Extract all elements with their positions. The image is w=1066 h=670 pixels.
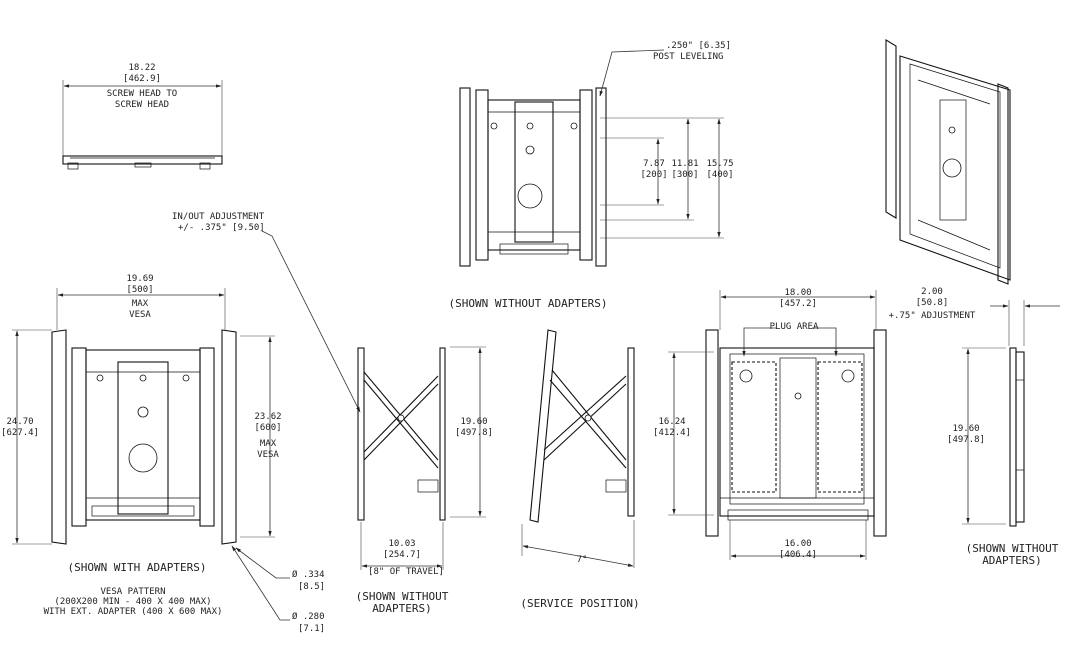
plug-width-dim: 18.00 <box>784 288 811 298</box>
vesa-pattern-ext: WITH EXT. ADAPTER (400 X 600 MAX) <box>44 607 223 617</box>
dim-7-87: 7.87 <box>643 159 665 169</box>
vesa-height-dim-mm: [600] <box>254 423 281 433</box>
side-height-dim-mm: [497.8] <box>455 428 493 438</box>
isometric-view-drawing <box>885 39 1011 285</box>
dim-7-87-mm: [200] <box>640 170 667 180</box>
side-height-dim: 19.60 <box>460 417 487 427</box>
vesa-width-dim-mm: [500] <box>126 285 153 295</box>
caption-side-without-adapters-2: ADAPTERS) <box>372 602 432 615</box>
caption-shown-with-adapters: (SHOWN WITH ADAPTERS) <box>67 561 206 574</box>
caption-shown-without-adapters-top: (SHOWN WITHOUT ADAPTERS) <box>449 297 608 310</box>
vesa-width-max: MAX <box>132 299 149 309</box>
travel-dim: 10.03 <box>388 539 415 549</box>
right-side-height-dim-mm: [497.8] <box>947 435 985 445</box>
depth-adjustment: +.75" ADJUSTMENT <box>889 311 976 321</box>
bottom-width-dim-mm: [406.4] <box>779 550 817 560</box>
dim-11-81: 11.81 <box>671 159 698 169</box>
vesa-height-vesa: VESA <box>257 450 279 460</box>
top-width-caption-2: SCREW HEAD <box>115 100 169 110</box>
plug-height-dim-mm: [412.4] <box>653 428 691 438</box>
front-view-with-adapters-drawing <box>12 288 290 621</box>
inout-leader <box>261 230 361 413</box>
right-side-height-dim: 19.60 <box>952 424 979 434</box>
travel-dim-mm: [254.7] <box>383 550 421 560</box>
vesa-pattern-range: (200X200 MIN - 400 X 400 MAX) <box>54 597 211 607</box>
depth-dim-mm: [50.8] <box>916 298 949 308</box>
plug-area-label: PLUG AREA <box>770 322 819 332</box>
vesa-pattern-title: VESA PATTERN <box>100 587 165 597</box>
dim-15-75-mm: [400] <box>706 170 733 180</box>
vesa-width-vesa: VESA <box>129 310 151 320</box>
hole-dia-280: Ø .280 <box>292 611 325 622</box>
hole-dia-280-mm: [7.1] <box>298 624 325 634</box>
post-leveling-label: POST LEVELING <box>653 52 723 62</box>
vesa-width-dim: 19.69 <box>126 274 153 284</box>
top-width-dim: 18.22 <box>128 63 155 73</box>
caption-service-position: (SERVICE POSITION) <box>520 597 639 610</box>
side-view-extended-drawing <box>357 346 486 570</box>
top-width-dim-mm: [462.9] <box>123 74 161 84</box>
front-view-plug-area-drawing <box>668 290 887 560</box>
overall-height-dim: 24.70 <box>6 417 33 427</box>
inout-adjustment-value: +/- .375" [9.50] <box>178 223 265 233</box>
vesa-height-max: MAX <box>260 439 277 449</box>
side-view-right-drawing <box>962 300 1060 527</box>
depth-dim: 2.00 <box>921 287 943 297</box>
hole-dia-334-mm: [8.5] <box>298 582 325 592</box>
caption-right-without-adapters-1: (SHOWN WITHOUT <box>966 542 1059 555</box>
vesa-height-dim: 23.62 <box>254 412 281 422</box>
service-position-drawing <box>521 329 635 568</box>
caption-right-without-adapters-2: ADAPTERS) <box>982 554 1042 567</box>
hole-dia-334: Ø .334 <box>292 569 325 580</box>
plug-height-dim: 16.24 <box>658 417 685 427</box>
dim-15-75: 15.75 <box>706 159 733 169</box>
top-view-drawing <box>62 80 223 170</box>
dim-11-81-mm: [300] <box>671 170 698 180</box>
post-leveling-value: .250" [6.35] <box>666 41 731 51</box>
overall-height-dim-mm: [627.4] <box>1 428 39 438</box>
caption-side-without-adapters-1: (SHOWN WITHOUT <box>356 590 449 603</box>
inout-adjustment-label: IN/OUT ADJUSTMENT <box>172 212 265 222</box>
bottom-width-dim: 16.00 <box>784 539 811 549</box>
plug-width-dim-mm: [457.2] <box>779 299 817 309</box>
top-width-caption-1: SCREW HEAD TO <box>107 89 177 99</box>
travel-note: [8" OF TRAVEL] <box>368 567 444 577</box>
service-angle: 7° <box>577 555 588 565</box>
front-view-no-adapters-drawing <box>459 49 724 267</box>
